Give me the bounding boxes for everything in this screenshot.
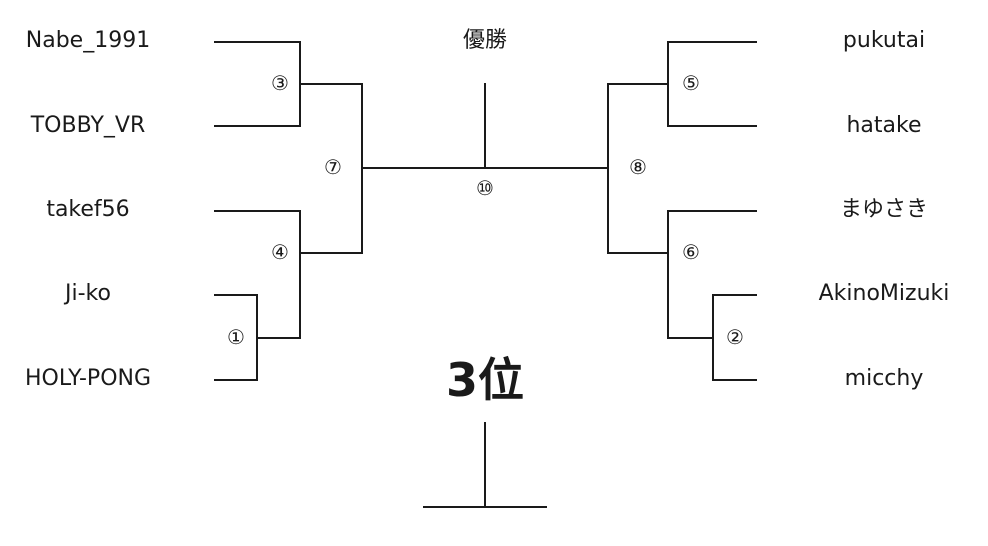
player-right-1: pukutai — [842, 28, 926, 53]
match-number-10: ⑩ — [476, 176, 494, 200]
bracket-line-right-m8 — [484, 83, 609, 254]
match-number-4: ④ — [271, 240, 289, 264]
bracket-line-left-m7 — [361, 83, 486, 254]
bracket-line-left-m4 — [214, 210, 363, 339]
player-left-2: TOBBY_VR — [30, 113, 146, 138]
player-right-4: AkinoMizuki — [818, 281, 950, 306]
match-number-8: ⑧ — [629, 155, 647, 179]
player-right-3: まゆさき — [839, 197, 929, 222]
bracket-line-right-m6 — [607, 210, 757, 339]
player-right-5: micchy — [844, 366, 924, 391]
bracket-line-right-m2 — [667, 294, 757, 381]
player-left-5: HOLY-PONG — [24, 366, 152, 391]
match-number-1: ① — [227, 325, 245, 349]
player-left-4: Ji-ko — [65, 281, 111, 306]
match-number-7: ⑦ — [324, 155, 342, 179]
bracket-line-third-place — [423, 422, 547, 508]
match-number-5: ⑤ — [682, 71, 700, 95]
match-number-2: ② — [726, 325, 744, 349]
champion-label: 優勝 — [462, 28, 508, 53]
third-place-label: 3位 — [445, 353, 525, 407]
bracket-line-left-m3 — [214, 41, 363, 127]
match-number-3: ③ — [271, 71, 289, 95]
player-left-1: Nabe_1991 — [25, 28, 151, 53]
bracket-line-left-m1 — [214, 294, 301, 381]
match-number-6: ⑥ — [682, 240, 700, 264]
player-left-3: takef56 — [46, 197, 130, 222]
bracket-line-right-m5 — [607, 41, 757, 127]
player-right-2: hatake — [846, 113, 922, 138]
